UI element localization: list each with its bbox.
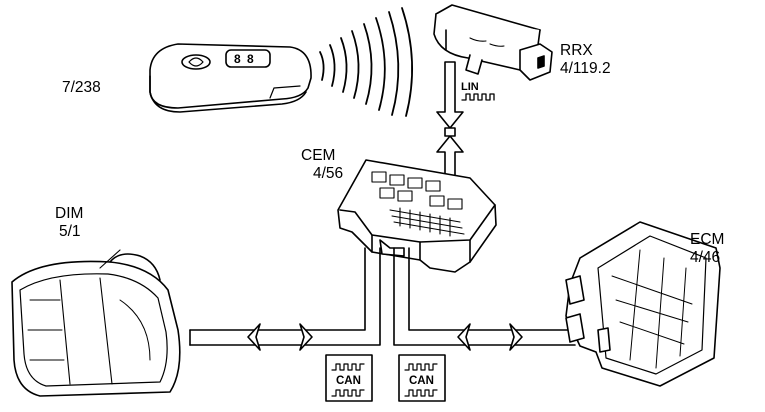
- lin-bus-arrow: [436, 61, 464, 197]
- cem-name: CEM: [301, 147, 336, 164]
- svg-text:8: 8: [247, 52, 254, 66]
- key-fob-code: 7/238: [62, 79, 101, 96]
- can-label-right: CAN: [409, 375, 434, 387]
- lin-signal-icon: [461, 93, 495, 101]
- key-fob-icon: 8 8: [149, 43, 312, 113]
- can-bus-right: [393, 247, 576, 351]
- cem-code: 4/56: [313, 165, 344, 182]
- dim-label: DIM 5/1: [55, 205, 83, 241]
- radio-signal-icon: [319, 7, 414, 117]
- cem-module-icon: [337, 159, 497, 273]
- dim-instrument-cluster-icon: [11, 249, 181, 397]
- can-bus-left: [189, 247, 381, 351]
- can-label-left: CAN: [336, 375, 361, 387]
- key-fob-label: 7/238: [62, 79, 101, 97]
- ecm-name: ECM: [690, 231, 725, 248]
- dim-code: 5/1: [59, 223, 81, 240]
- rrx-receiver-icon: [433, 4, 553, 81]
- svg-text:8: 8: [234, 52, 241, 66]
- ecm-module-icon: [565, 221, 721, 387]
- rrx-label: RRX 4/119.2: [560, 42, 611, 78]
- ecm-label: ECM 4/46: [690, 231, 724, 267]
- rrx-name: RRX: [560, 42, 593, 59]
- can-signal-box-left: [325, 354, 373, 402]
- lin-label: LIN: [461, 81, 479, 93]
- can-signal-box-right: [398, 354, 446, 402]
- ecm-code: 4/46: [690, 249, 721, 266]
- rrx-code: 4/119.2: [560, 60, 611, 77]
- cem-label: CEM 4/56: [301, 147, 343, 183]
- dim-name: DIM: [55, 205, 84, 222]
